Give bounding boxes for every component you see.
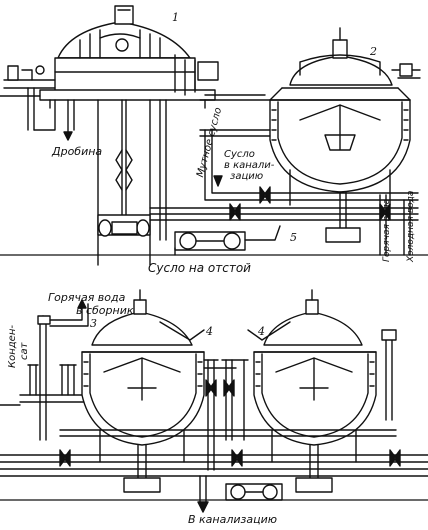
- top-piping-network: [0, 94, 428, 256]
- label-kondensat-1: Конден-: [7, 325, 18, 368]
- left-inlet-piping: [3, 65, 56, 131]
- callout-1: 1: [172, 11, 179, 24]
- label-v-sbornik: в сборник: [76, 304, 134, 317]
- label-goryachaya-voda-vertical: Горячая вода: [382, 198, 392, 262]
- label-suslo-na-otstoy: Сусло на отстой: [148, 261, 251, 275]
- callout-4-left: 4: [206, 325, 213, 338]
- middle-valve-cluster: [203, 359, 249, 471]
- wort-kettle-2: [269, 27, 421, 243]
- label-suslo-v-kanalizaciyu-3: зацию: [230, 171, 264, 182]
- label-kondensat-2: сат: [19, 342, 30, 360]
- bottom-piping-network: [0, 404, 428, 513]
- label-goryachaya-voda: Горячая вода: [48, 291, 126, 304]
- label-suslo-v-kanalizaciyu-1: Сусло: [224, 149, 255, 160]
- hot-water-collector-3: [19, 299, 91, 441]
- lauter-tun-1: [39, 5, 219, 266]
- callout-4-right: 4: [258, 325, 265, 338]
- callout-2: 2: [370, 45, 377, 58]
- callout-3: 3: [90, 317, 97, 330]
- label-v-kanalizaciyu: В канализацию: [188, 513, 278, 526]
- callout-5: 5: [290, 231, 297, 244]
- wort-kettle-4-left: [81, 289, 205, 493]
- label-drobina: Дробина: [52, 145, 103, 158]
- label-holodnaya-voda-vertical: Холодная вода: [406, 190, 416, 262]
- label-suslo-v-kanalizaciyu-2: в канали-: [224, 160, 275, 171]
